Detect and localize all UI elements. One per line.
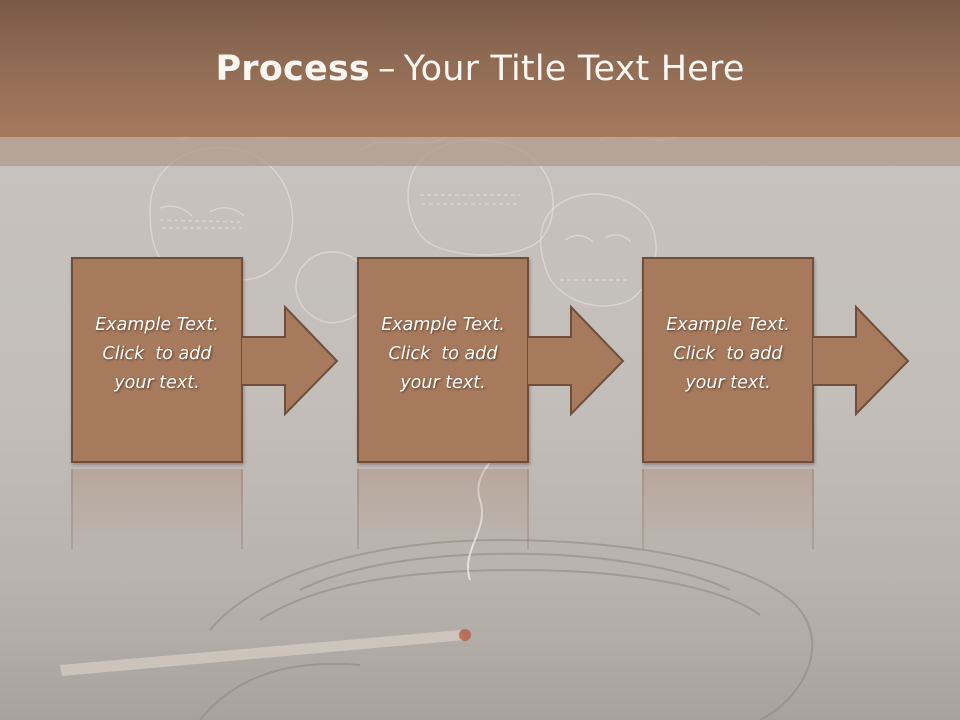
step-text-line: Click to add bbox=[102, 344, 212, 364]
right-arrow-icon bbox=[241, 304, 339, 417]
step-reflection bbox=[71, 469, 341, 549]
process-step-1[interactable]: Example Text. Click to add your text. bbox=[71, 257, 341, 467]
step-reflection bbox=[642, 469, 912, 549]
step-text-line: your text. bbox=[400, 373, 486, 393]
step-text-line: Click to add bbox=[388, 344, 498, 364]
title-band bbox=[0, 0, 960, 137]
step-reflection bbox=[357, 469, 627, 549]
step-text-line: your text. bbox=[685, 373, 771, 393]
right-arrow-icon bbox=[527, 304, 625, 417]
step-box[interactable] bbox=[71, 257, 243, 463]
step-text-line: Example Text. bbox=[666, 315, 790, 335]
step-box[interactable] bbox=[642, 257, 814, 463]
title-strip bbox=[0, 137, 960, 166]
process-step-2[interactable]: Example Text. Click to add your text. bbox=[357, 257, 627, 467]
step-text[interactable]: Example Text. Click to add your text. bbox=[642, 311, 814, 398]
step-text-line: Example Text. bbox=[381, 315, 505, 335]
step-text-line: your text. bbox=[114, 373, 200, 393]
step-text-line: Example Text. bbox=[95, 315, 219, 335]
right-arrow-icon bbox=[812, 304, 910, 417]
ashtray-image bbox=[60, 440, 814, 720]
title-separator: – bbox=[377, 48, 396, 89]
step-text[interactable]: Example Text. Click to add your text. bbox=[357, 311, 529, 398]
step-box[interactable] bbox=[357, 257, 529, 463]
step-text-line: Click to add bbox=[673, 344, 783, 364]
step-text[interactable]: Example Text. Click to add your text. bbox=[71, 311, 243, 398]
slide-title[interactable]: Process – Your Title Text Here bbox=[0, 0, 960, 137]
process-step-3[interactable]: Example Text. Click to add your text. bbox=[642, 257, 912, 467]
title-bold: Process bbox=[215, 48, 370, 89]
title-rest: Your Title Text Here bbox=[403, 48, 745, 89]
